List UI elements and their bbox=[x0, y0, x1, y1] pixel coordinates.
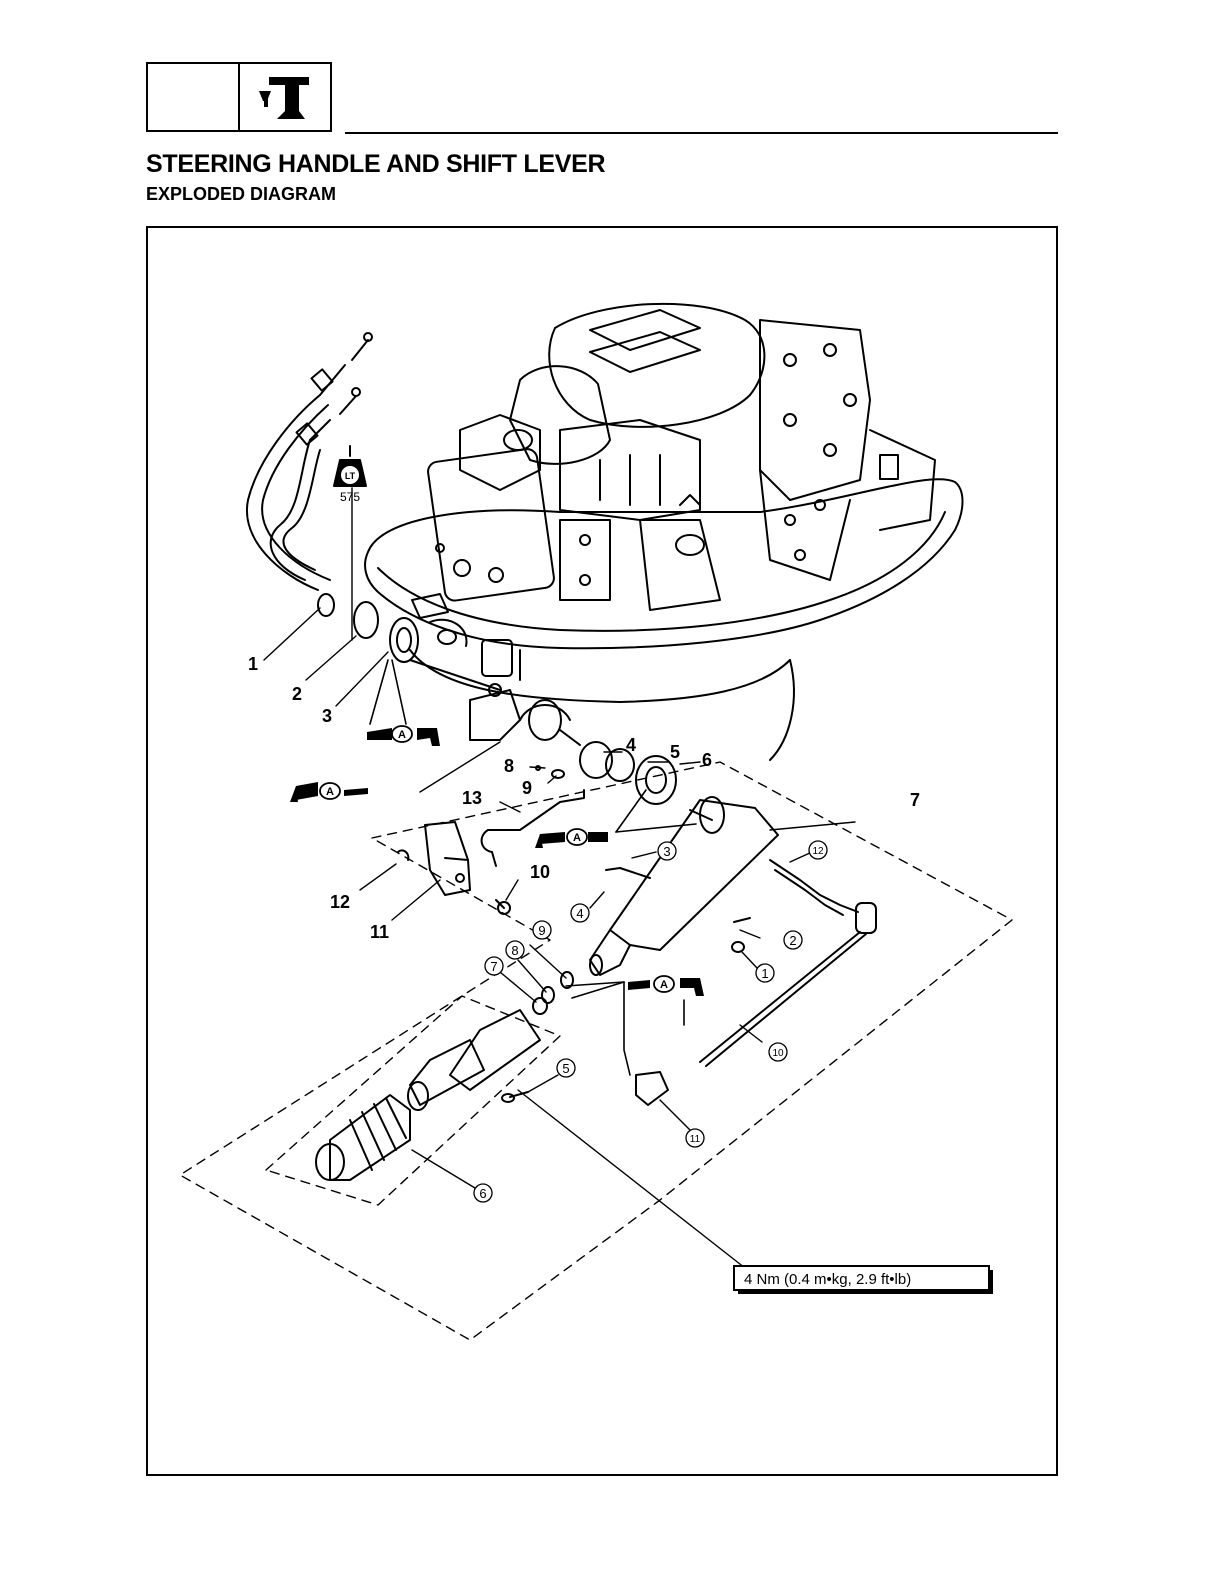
engine-cowling bbox=[365, 479, 962, 760]
grease-letters: A A A A bbox=[326, 729, 668, 991]
callout-3: 3 bbox=[322, 706, 332, 726]
grease-letter: A bbox=[398, 729, 406, 741]
grease-letter: A bbox=[660, 979, 668, 991]
callout-4: 4 bbox=[626, 735, 636, 755]
assembly-outlines bbox=[180, 762, 1012, 1340]
callout-1: 1 bbox=[248, 654, 258, 674]
friction-parts bbox=[318, 594, 676, 804]
circled-callout-8: 8 bbox=[511, 943, 518, 958]
leader-lines bbox=[264, 488, 855, 1268]
callout-12: 12 bbox=[330, 892, 350, 912]
circled-callout-4: 4 bbox=[576, 906, 583, 921]
circled-callout-3: 3 bbox=[663, 844, 670, 859]
circled-callout-2: 2 bbox=[789, 933, 796, 948]
circled-callout-9: 9 bbox=[538, 923, 545, 938]
torque-spec-box: 4 Nm (0.4 m•kg, 2.9 ft•lb) bbox=[734, 1266, 993, 1294]
grease-symbol bbox=[290, 728, 704, 996]
callout-5: 5 bbox=[670, 742, 680, 762]
torque-spec-text: 4 Nm (0.4 m•kg, 2.9 ft•lb) bbox=[744, 1271, 911, 1288]
grease-letter: A bbox=[326, 786, 334, 798]
circled-callout-12: 12 bbox=[812, 846, 824, 857]
callout-8: 8 bbox=[504, 756, 514, 776]
callout-6: 6 bbox=[702, 750, 712, 770]
circled-callout-7: 7 bbox=[490, 959, 497, 974]
circled-callout-6: 6 bbox=[479, 1186, 486, 1201]
callout-9: 9 bbox=[522, 778, 532, 798]
callout-13: 13 bbox=[462, 788, 482, 808]
callout-7: 7 bbox=[910, 790, 920, 810]
circled-callout-5: 5 bbox=[562, 1061, 569, 1076]
callout-2: 2 bbox=[292, 684, 302, 704]
callout-11: 11 bbox=[370, 922, 389, 942]
loctite-letters: LT bbox=[345, 471, 356, 481]
circled-callout-11: 11 bbox=[690, 1134, 701, 1145]
grease-letter: A bbox=[573, 832, 581, 844]
circled-callout-1: 1 bbox=[761, 966, 768, 981]
circled-callout-10: 10 bbox=[772, 1048, 784, 1059]
grease-badges bbox=[320, 726, 674, 992]
loctite-code: 575 bbox=[340, 490, 360, 504]
callout-10: 10 bbox=[530, 862, 550, 882]
engine-powerhead bbox=[427, 304, 935, 610]
